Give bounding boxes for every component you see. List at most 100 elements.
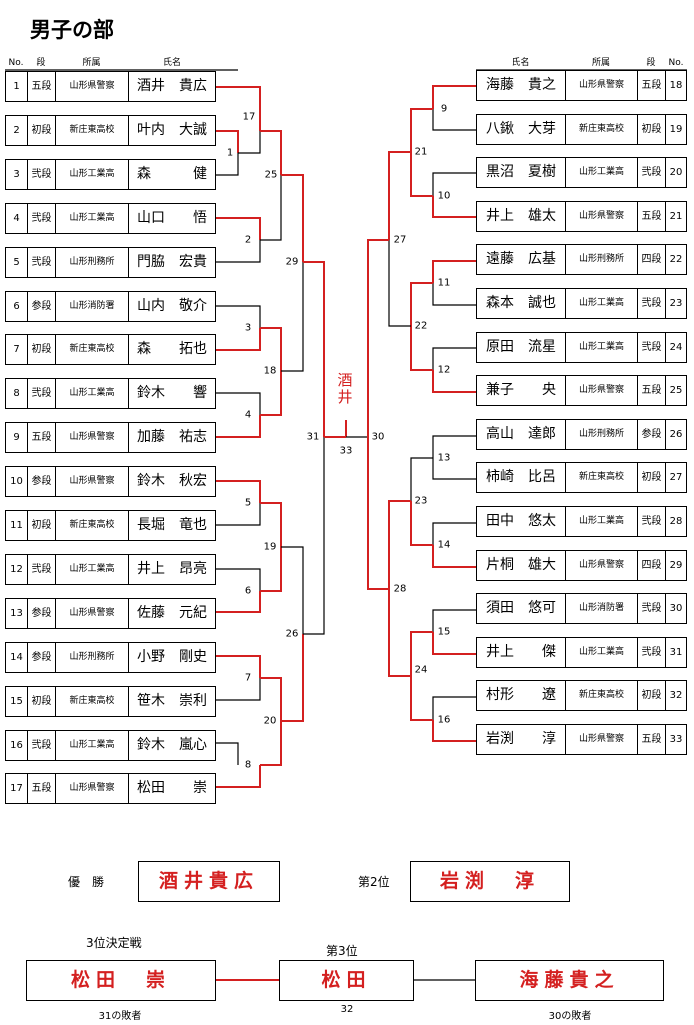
match-number-15: 15 [437,626,451,638]
line-l8 [260,175,282,241]
line-l26 [216,678,261,701]
right-entry-rank: 四段 [638,550,666,580]
right-entry-org: 山形工業高 [566,158,638,188]
left-entry-org: 新庄東高校 [56,115,129,145]
left-entry-org: 新庄東高校 [56,511,129,540]
right-entry-no: 30 [669,603,683,615]
match-number-12: 12 [437,364,451,376]
line-l23 [260,547,282,592]
left-entry-rank: 弐段 [28,203,56,233]
line-l1 [216,86,261,131]
left-entry-name: 森 健 [137,165,207,182]
left-entry-name: 山口 悟 [137,209,207,226]
right-entry-name: 村形 遼 [477,681,566,711]
left-entry-no: 12 [6,554,28,584]
line-l3 [216,153,239,176]
left-entry-name: 森 拓也 [137,341,207,358]
page-title: 男子の部 [30,18,114,42]
right-entry-rank: 初段 [638,681,666,711]
line-r11 [432,370,476,393]
line-l4 [238,131,261,154]
right-entry-no: 23 [669,298,683,309]
line-l16 [281,262,304,372]
line-l12 [216,392,261,415]
line-l29 [260,677,282,721]
left-entry-name: 門脇 宏貴 [137,253,207,270]
left-entry-rank: 初段 [28,115,56,145]
line-r5 [410,108,433,152]
right-entry-no: 19 [669,123,683,135]
line-l13 [216,415,261,438]
right-entry-rank: 弐段 [638,289,666,318]
left-entry-org: 新庄東高校 [56,335,129,365]
match-number-25: 25 [264,169,278,181]
right-entry-rank: 四段 [638,245,666,275]
line-l18 [216,480,261,503]
left-entry-no: 3 [6,159,28,189]
left-entry-name: 鈴木 秋宏 [137,473,207,490]
left-entry-org: 山形刑務所 [56,247,129,277]
match-number-21: 21 [414,146,428,158]
line-r15 [367,239,389,437]
right-entry-org: 新庄東高校 [566,463,638,493]
line-r28 [410,676,433,721]
left-entry-no: 14 [6,642,28,672]
left-entry-name: 鈴木 嵐心 [137,736,207,753]
left-entry-no: 11 [6,511,28,540]
line-l9 [281,174,304,262]
line-l2 [216,130,239,153]
line-r8 [432,260,476,283]
line-l32 [303,437,325,635]
right-entry-org: 山形工業高 [566,332,638,362]
left-entry-org: 山形消防署 [56,291,129,321]
right-entry-rank: 初段 [638,463,666,493]
right-entry-name: 井上 傑 [477,637,566,667]
line-r10 [432,347,476,370]
right-entry-org: 山形県警察 [566,71,638,100]
left-entry-rank: 参段 [28,291,56,321]
right-entry-name: 須田 悠可 [477,594,566,624]
line-l11 [216,328,261,351]
match-number-8: 8 [244,759,252,771]
right-entry-no: 22 [669,254,683,266]
right-entry-rank: 初段 [638,114,666,144]
right-entry-no: 21 [669,210,683,222]
right-entry-name: 柿崎 比呂 [477,463,566,493]
right-entry-name: 海藤 貴之 [477,71,566,100]
right-entry-org: 山形刑務所 [566,245,638,275]
right-header-org: 所属 [591,58,610,68]
match-number-9: 9 [440,103,448,115]
right-entry-name: 高山 達郎 [477,419,566,449]
left-entry-org: 新庄東高校 [56,686,129,716]
left-entry-org: 山形県警察 [56,774,129,804]
right-entry-no: 32 [669,690,683,702]
left-entry-no: 15 [6,686,28,716]
line-r23 [432,609,476,632]
line-r26 [432,720,476,742]
right-entry-rank: 五段 [638,71,666,100]
left-entry-no: 7 [6,335,28,365]
third-left-box: 松田 崇 [26,960,216,1001]
left-entry-org: 山形工業高 [56,379,129,409]
left-entry-rank: 弐段 [28,379,56,409]
left-entry-org: 山形県警察 [56,598,129,628]
left-entry-name: 松田 崇 [137,780,207,797]
line-l30 [260,721,282,766]
right-entry-name: 八鍬 大芽 [477,114,566,144]
left-entry-no: 16 [6,730,28,760]
right-entry-rank: 弐段 [638,594,666,624]
line-l14 [260,327,282,371]
right-entry-no: 28 [669,516,683,527]
line-r14 [388,240,411,327]
line-r17 [432,458,476,480]
left-entry-rank: 弐段 [28,554,56,584]
left-entry-name: 井上 昂亮 [137,560,207,577]
